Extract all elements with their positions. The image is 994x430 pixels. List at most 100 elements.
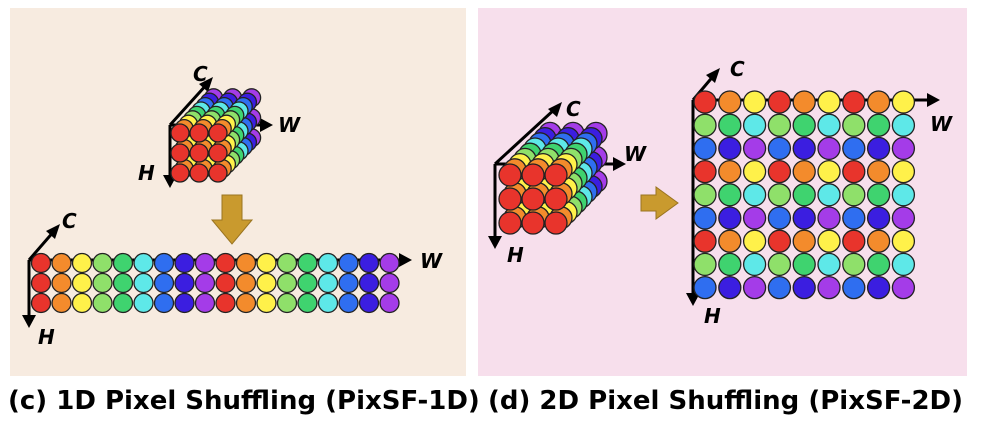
cube-pixel-circle	[521, 211, 545, 235]
grid-pixel-circle	[891, 229, 916, 253]
grid-pixel-circle	[718, 113, 742, 137]
grid-pixel-circle	[693, 159, 717, 184]
strip-pixel-circle	[51, 272, 72, 294]
strip-pixel-circle	[92, 272, 113, 294]
cube-pixel-circle	[170, 123, 190, 143]
grid-pixel-circle	[792, 275, 816, 300]
grid-pixel-circle	[718, 275, 742, 300]
output-w-label: W	[930, 112, 953, 136]
grid-pixel-circle	[742, 159, 767, 184]
output-w-label: W	[420, 249, 443, 273]
cube-pixel-circle	[498, 163, 522, 187]
grid-pixel-circle	[817, 159, 841, 184]
strip-pixel-circle	[112, 272, 134, 294]
strip-pixel-circle	[317, 252, 339, 274]
strip-pixel-circle	[215, 292, 236, 314]
output-c-label: C	[62, 209, 77, 233]
w-arrowhead-icon	[399, 253, 412, 267]
input-c-label: C	[193, 62, 208, 86]
grid-pixel-circle	[742, 252, 767, 277]
grid-pixel-circle	[718, 206, 742, 230]
cube-pixel-circle	[189, 123, 209, 143]
strip-pixel-circle	[256, 252, 277, 274]
strip-pixel-circle	[153, 292, 175, 314]
strip-pixel-circle	[338, 252, 359, 274]
input-feature-cube	[498, 121, 608, 235]
output-grid-arrowheads	[686, 68, 940, 306]
grid-pixel-circle	[693, 113, 717, 137]
strip-pixel-circle	[297, 272, 318, 294]
grid-pixel-circle	[792, 206, 816, 230]
strip-pixel-circle	[338, 292, 359, 314]
w-arrowhead-icon	[927, 93, 940, 107]
grid-pixel-circle	[742, 275, 767, 300]
grid-pixel-circle	[866, 183, 891, 207]
grid-pixel-circle	[792, 183, 816, 207]
grid-pixel-circle	[767, 183, 792, 207]
grid-pixel-circle	[767, 229, 792, 253]
strip-pixel-circle	[194, 292, 216, 314]
panel-2d-pixel-shuffling: C W H C W H	[478, 8, 967, 376]
caption-1d-pixel-shuffling: (c) 1D Pixel Shuffling (PixSF-1D)	[8, 386, 480, 416]
right-arrow-icon	[640, 186, 679, 220]
grid-pixel-circle	[891, 90, 916, 114]
cube-pixel-circle	[208, 163, 228, 183]
grid-pixel-circle	[817, 206, 841, 230]
h-arrowhead-icon	[488, 236, 502, 249]
strip-pixel-circle	[297, 292, 318, 314]
strip-pixel-circle	[92, 292, 113, 314]
output-c-label: C	[730, 57, 745, 81]
grid-pixel-circle	[742, 183, 767, 207]
grid-pixel-circle	[718, 229, 742, 253]
output-shuffled-grid	[693, 90, 916, 300]
grid-pixel-circle	[718, 183, 742, 207]
diagram-1d-shuffle: C W H C W H	[22, 62, 443, 349]
c-arrowhead-icon	[706, 68, 720, 83]
grid-pixel-circle	[718, 136, 742, 161]
w-arrowhead-icon	[260, 118, 273, 132]
grid-pixel-circle	[767, 206, 792, 230]
cube-pixel-circle	[170, 143, 190, 163]
h-arrowhead-icon	[686, 293, 700, 306]
grid-pixel-circle	[693, 90, 717, 114]
strip-pixel-circle	[30, 272, 52, 294]
c-axis-line	[493, 106, 558, 166]
input-w-label: W	[278, 113, 301, 137]
input-h-label: H	[507, 243, 524, 267]
strip-pixel-circle	[358, 292, 380, 314]
grid-pixel-circle	[866, 136, 891, 161]
strip-pixel-circle	[358, 272, 380, 294]
strip-pixel-circle	[297, 252, 318, 274]
grid-pixel-circle	[817, 113, 841, 137]
grid-pixel-circle	[792, 90, 816, 114]
grid-pixel-circle	[866, 113, 891, 137]
strip-pixel-circle	[133, 272, 154, 294]
grid-pixel-circle	[842, 90, 866, 114]
cube-pixel-circle	[498, 211, 522, 235]
strip-pixel-circle	[71, 292, 93, 314]
cube-pixel-circle	[521, 163, 545, 187]
grid-pixel-circle	[742, 136, 767, 161]
grid-pixel-circle	[742, 229, 767, 253]
grid-pixel-circle	[866, 206, 891, 230]
grid-pixel-circle	[866, 275, 891, 300]
grid-pixel-circle	[842, 113, 866, 137]
cube-pixel-circle	[498, 187, 522, 211]
strip-pixel-circle	[133, 292, 154, 314]
grid-pixel-circle	[817, 183, 841, 207]
cube-pixel-circle	[544, 211, 568, 235]
grid-pixel-circle	[891, 206, 916, 230]
strip-pixel-circle	[379, 252, 400, 274]
grid-pixel-circle	[767, 113, 792, 137]
output-h-label: H	[704, 304, 721, 328]
grid-pixel-circle	[742, 90, 767, 114]
grid-pixel-circle	[718, 159, 742, 184]
grid-pixel-circle	[693, 183, 717, 207]
output-strip-arrowheads	[22, 224, 412, 328]
grid-pixel-circle	[891, 136, 916, 161]
grid-pixel-circle	[742, 113, 767, 137]
grid-pixel-circle	[891, 252, 916, 277]
strip-pixel-circle	[71, 252, 93, 274]
strip-pixel-circle	[153, 252, 175, 274]
grid-pixel-circle	[693, 136, 717, 161]
